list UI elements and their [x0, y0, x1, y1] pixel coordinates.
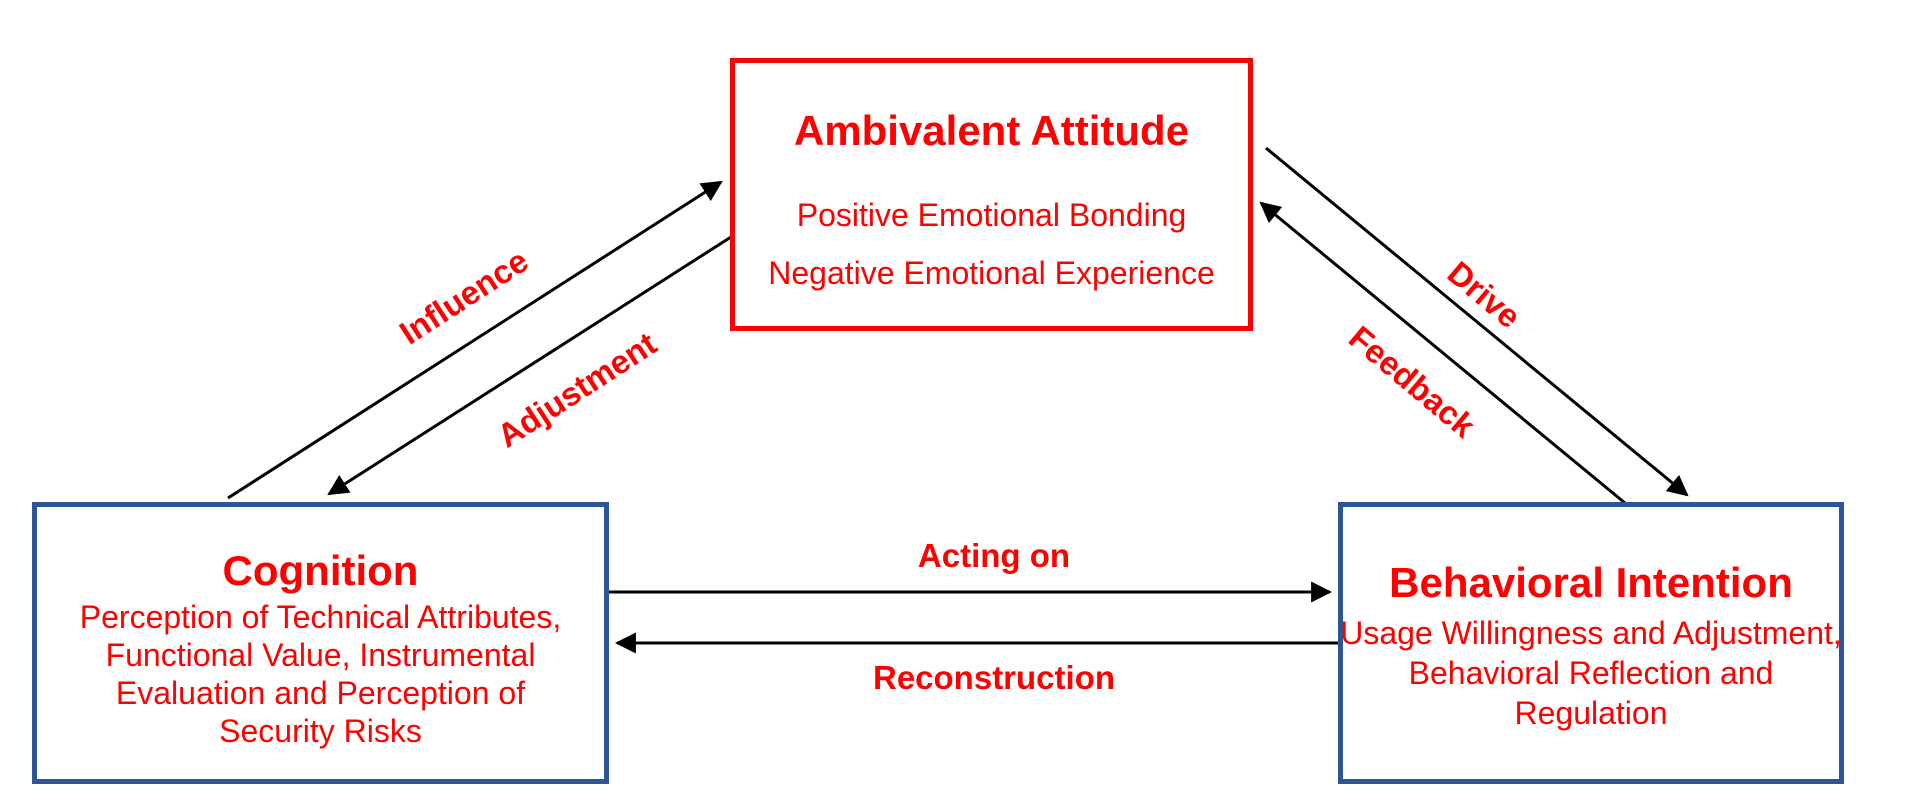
- cognition-line-1: Perception of Technical Attributes,: [79, 599, 562, 636]
- node-behavioral-intention: Behavioral Intention Usage Willingness a…: [1338, 502, 1844, 784]
- drive-arrow: [1265, 146, 1689, 497]
- edge-label-influence: Influence: [392, 241, 535, 352]
- attitude-line-positive: Positive Emotional Bonding: [796, 197, 1187, 234]
- node-title-ambivalent-attitude: Ambivalent Attitude: [793, 107, 1190, 154]
- cognition-line-4: Security Risks: [219, 712, 422, 749]
- node-cognition: Cognition Perception of Technical Attrib…: [32, 502, 609, 784]
- edge-label-drive: Drive: [1440, 253, 1528, 336]
- edge-label-acting-on: Acting on: [917, 537, 1071, 574]
- node-title-cognition: Cognition: [222, 547, 419, 594]
- attitude-line-negative: Negative Emotional Experience: [768, 255, 1215, 292]
- cognition-line-2: Functional Value, Instrumental: [105, 637, 536, 674]
- cognition-line-3: Evaluation and Perception of: [115, 674, 526, 711]
- edge-label-feedback: Feedback: [1342, 318, 1483, 445]
- intention-line-3: Regulation: [1514, 695, 1668, 732]
- intention-line-1: Usage Willingness and Adjustment,: [1340, 615, 1842, 652]
- edge-label-adjustment: Adjustment: [490, 324, 663, 455]
- intention-line-2: Behavioral Reflection and: [1408, 655, 1774, 692]
- feedback-arrow: [1259, 201, 1626, 505]
- node-title-behavioral-intention: Behavioral Intention: [1389, 559, 1793, 606]
- edge-label-reconstruction: Reconstruction: [872, 659, 1116, 696]
- node-ambivalent-attitude: Ambivalent Attitude Positive Emotional B…: [730, 58, 1253, 331]
